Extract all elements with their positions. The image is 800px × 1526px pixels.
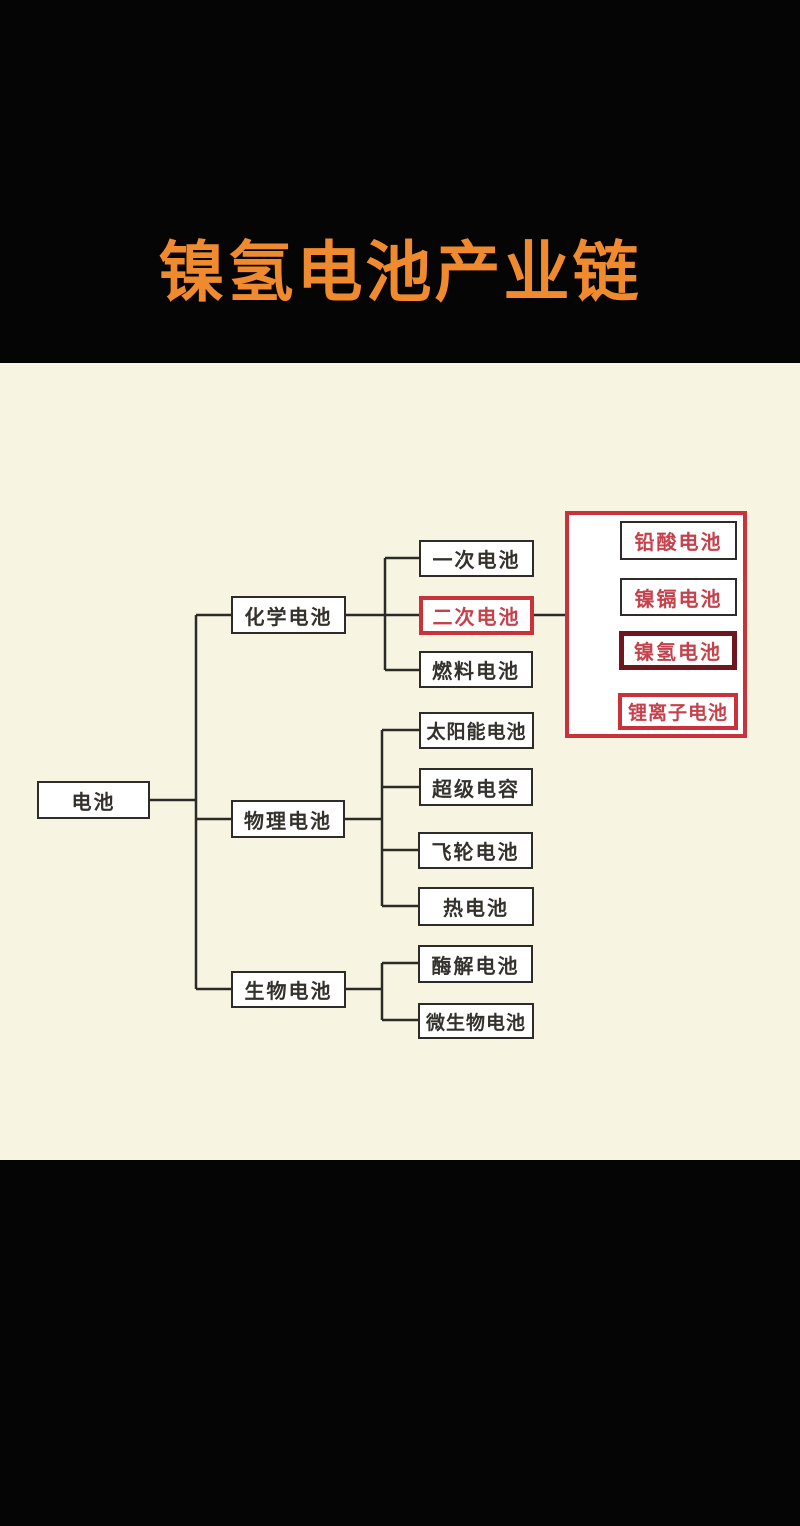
node-biological-battery: 生物电池 <box>231 971 346 1008</box>
node-microbial-battery: 微生物电池 <box>418 1003 534 1039</box>
node-thermal-battery: 热电池 <box>418 887 534 926</box>
node-enzymatic-battery: 酶解电池 <box>418 945 533 983</box>
node-supercapacitor: 超级电容 <box>419 768 533 806</box>
diagram-canvas <box>0 363 800 1160</box>
node-flywheel-battery: 飞轮电池 <box>418 832 533 869</box>
node-nicd-battery: 镍镉电池 <box>620 578 737 616</box>
node-nimh-battery: 镍氢电池 <box>619 631 737 670</box>
node-liion-battery: 锂离子电池 <box>618 693 738 730</box>
node-physical-battery: 物理电池 <box>231 800 345 838</box>
node-primary-battery: 一次电池 <box>419 540 534 577</box>
node-fuel-battery: 燃料电池 <box>419 651 533 688</box>
node-battery-root: 电池 <box>37 781 150 819</box>
node-chemical-battery: 化学电池 <box>231 596 346 634</box>
node-secondary-battery: 二次电池 <box>419 596 534 635</box>
node-solar-battery: 太阳能电池 <box>419 712 534 749</box>
node-lead-acid-battery: 铅酸电池 <box>620 521 737 560</box>
page-title: 镍氢电池产业链 <box>158 235 642 309</box>
